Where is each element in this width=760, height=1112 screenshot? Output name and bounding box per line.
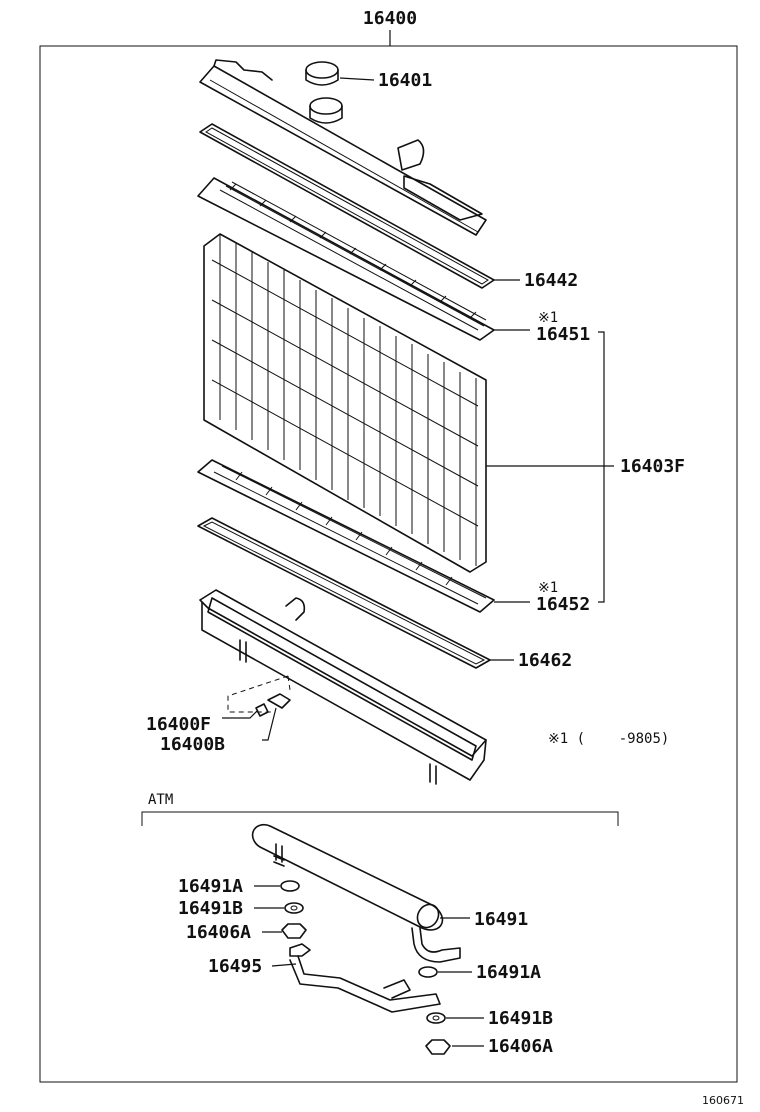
callout-16452: 16452	[536, 594, 590, 615]
callout-16491B-left: 16491B	[178, 898, 243, 919]
atm-section-bracket	[141, 811, 619, 826]
core-group-bracket	[598, 331, 605, 603]
callout-16403F: 16403F	[620, 456, 685, 477]
lower-tank	[199, 589, 487, 785]
callout-16491B-right: 16491B	[488, 1008, 553, 1029]
callout-16491A-right: 16491A	[476, 962, 541, 983]
callout-16406A-right: 16406A	[488, 1036, 553, 1057]
main-part-number: 16400	[363, 8, 417, 29]
callout-16442: 16442	[524, 270, 578, 291]
radiator-cap	[305, 61, 375, 86]
callout-16462: 16462	[518, 650, 572, 671]
washer-16491B-right	[426, 1012, 446, 1024]
mark-16452: ※1	[538, 580, 558, 596]
washer-16491A-left	[280, 880, 300, 892]
washer-16491B-left	[284, 902, 304, 914]
radiator-core	[203, 233, 614, 573]
lower-gasket	[197, 517, 514, 669]
upper-tank	[199, 59, 487, 236]
callout-16400F: 16400F	[146, 714, 211, 735]
callout-16491: 16491	[474, 909, 528, 930]
callout-16406A-left: 16406A	[186, 922, 251, 943]
mark-16451: ※1	[538, 310, 558, 326]
diagram-reference-number: 160671	[702, 1094, 744, 1107]
washer-16491A-right	[418, 966, 438, 978]
drain-cock	[222, 675, 291, 741]
nut-16406A-right	[425, 1039, 451, 1055]
callout-16491A-left: 16491A	[178, 876, 243, 897]
callout-16451: 16451	[536, 324, 590, 345]
callout-16401: 16401	[378, 70, 432, 91]
upper-core-plate	[197, 177, 530, 341]
callout-16400B: 16400B	[160, 734, 225, 755]
lower-core-plate	[197, 459, 530, 613]
atm-section-label: ATM	[148, 792, 173, 808]
oil-cooler-hose	[271, 943, 441, 1013]
date-range-note: ※1 ( -9805)	[548, 731, 669, 747]
nut-16406A-left	[281, 923, 307, 939]
upper-gasket	[199, 123, 520, 289]
assembly-frame	[39, 45, 738, 1083]
oil-cooler-tube	[251, 823, 470, 963]
callout-16495: 16495	[208, 956, 262, 977]
